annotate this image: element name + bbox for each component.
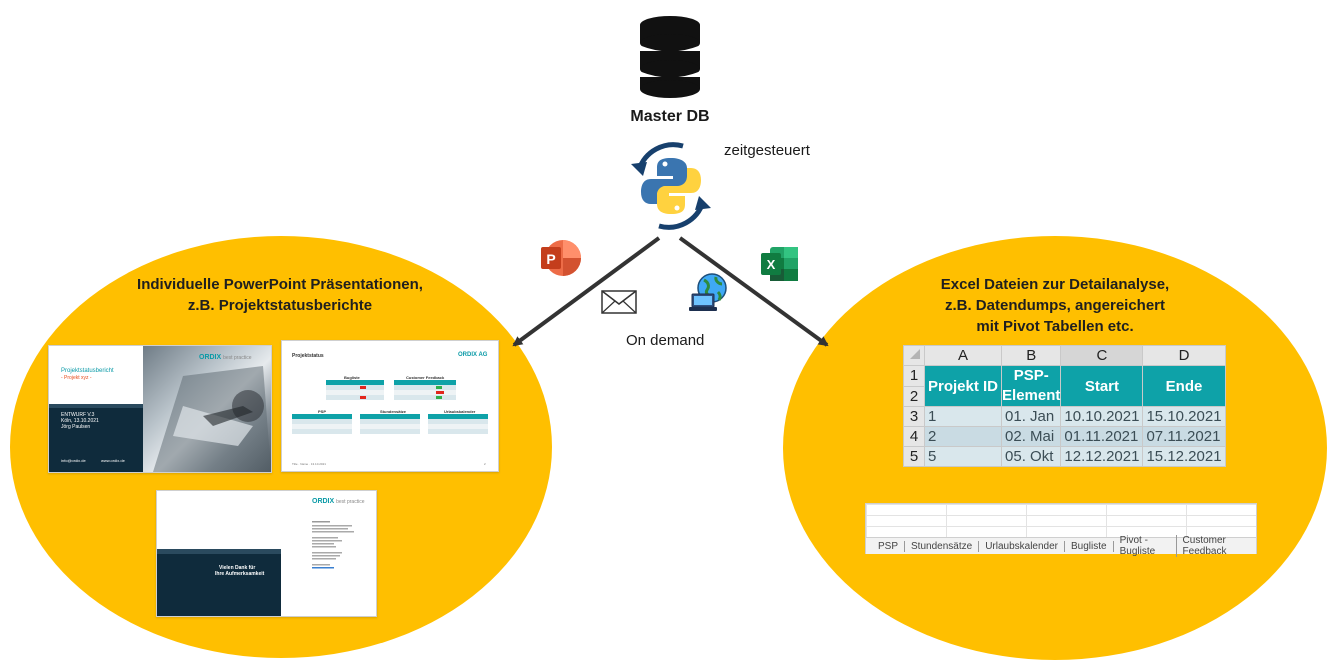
db-label: Master DB — [630, 108, 710, 125]
select-all-triangle-icon — [910, 349, 920, 359]
excel-cell[interactable]: 07.11.2021 — [1142, 426, 1226, 447]
slide1-subtitle: - Projekt xyz - — [61, 375, 92, 381]
slide1-brand-sub: best practice — [223, 355, 252, 361]
slide1-title: Projektstatusbericht — [61, 368, 114, 374]
slide3-contact-lines — [312, 521, 354, 569]
on-demand-label: On demand — [626, 332, 705, 349]
excel-col-b[interactable]: B — [1001, 345, 1062, 366]
sheet-tab-bugliste[interactable]: Bugliste — [1065, 540, 1114, 552]
python-icon — [631, 142, 711, 230]
slide-thumbnail-status: Projektstatus ORDIX AG Bugliste Customer… — [281, 340, 499, 472]
excel-row-header-4[interactable]: 4 — [903, 426, 925, 447]
slide1-brand: ORDIX best practice — [199, 354, 252, 361]
excel-row-5: 5 5 05. Okt 12.12.2021 15.12.2021 — [903, 446, 1226, 467]
slide1-footer-right: www.ordix.de — [101, 458, 125, 463]
slide1-line1: ENTWURF V.3 — [61, 412, 95, 418]
slide3-brand-sub: best practice — [336, 499, 365, 505]
slide1-line2: Köln, 13.10.2021 — [61, 418, 99, 424]
excel-col-d[interactable]: D — [1142, 345, 1226, 366]
slide2-table1-label: Bugliste — [344, 375, 360, 380]
excel-cell[interactable]: 12.12.2021 — [1060, 446, 1144, 467]
excel-header-projekt-id[interactable]: Projekt ID — [923, 365, 1003, 407]
database-icon — [639, 16, 701, 98]
excel-cell[interactable]: 02. Mai — [1001, 426, 1062, 447]
excel-sheet-tabs: PSP Stundensätze Urlaubskalender Buglist… — [866, 535, 1256, 557]
slide2-footer: Title · Name · 13.10.2021 — [292, 462, 326, 466]
slide3-strip — [157, 549, 281, 554]
sheet-tab-pivot-bugliste[interactable]: Pivot - Bugliste — [1114, 535, 1177, 557]
sheet-tab-customer-feedback[interactable]: Customer Feedback — [1182, 535, 1227, 557]
arrow-right — [678, 236, 829, 347]
sheet-tab-urlaubskalender[interactable]: Urlaubskalender — [979, 540, 1066, 552]
left-title-line2: z.B. Projektstatusberichte — [187, 297, 373, 314]
globe-laptop-icon — [689, 273, 727, 311]
slide1-brand-text: ORDIX — [199, 354, 222, 361]
slide2-table4-label: Stundensätze — [380, 409, 407, 414]
slide2-table2-label: Customer Feedback — [406, 375, 445, 380]
excel-table: A B C D 1 Projekt ID PSP-Element Start E… — [903, 345, 1226, 467]
excel-row-header-1[interactable]: 1 — [903, 365, 925, 387]
excel-cell[interactable]: 01. Jan — [1001, 406, 1062, 427]
slide-thumbnail-thanks: ORDIX best practice Vielen Dank für Ihre… — [156, 490, 377, 617]
excel-row-1: 1 Projekt ID PSP-Element Start Ende — [903, 365, 1226, 407]
slide3-brand: ORDIX best practice — [312, 498, 365, 505]
slide3-brand-text: ORDIX — [312, 498, 335, 505]
svg-text:P: P — [546, 251, 555, 267]
excel-header-start[interactable]: Start — [1060, 365, 1144, 407]
excel-cell[interactable]: 2 — [923, 426, 1003, 447]
excel-sheet-bar: PSP Stundensätze Urlaubskalender Buglist… — [865, 503, 1257, 557]
excel-row-4: 4 2 02. Mai 01.11.2021 07.11.2021 — [903, 426, 1226, 447]
slide3-thanks-line2: Ihre Aufmerksamkeit — [215, 571, 265, 577]
slide3-navy-block — [157, 554, 281, 616]
right-title-line1: Excel Dateien zur Detailanalyse, — [940, 276, 1170, 293]
envelope-icon — [601, 290, 637, 314]
slide1-photo-detail — [153, 366, 271, 472]
slide3-thanks-line1: Vielen Dank für — [219, 565, 256, 571]
excel-sheet-grid — [866, 504, 1256, 537]
excel-row-header-2[interactable]: 2 — [903, 385, 925, 407]
slide-thumbnail-title: ORDIX best practice Projektstatusbericht… — [48, 345, 272, 473]
arrow-left — [512, 236, 661, 347]
schedule-label: zeitgesteuert — [724, 142, 810, 159]
excel-header-psp-element[interactable]: PSP-Element — [1001, 365, 1062, 407]
excel-cell[interactable]: 01.11.2021 — [1060, 426, 1144, 447]
slide1-left-white — [49, 346, 143, 408]
slide1-line3: Jörg Paulsen — [61, 424, 91, 430]
excel-row-header-5[interactable]: 5 — [903, 446, 925, 467]
excel-col-a[interactable]: A — [923, 345, 1003, 366]
excel-col-c[interactable]: C — [1060, 345, 1144, 366]
excel-cell[interactable]: 10.10.2021 — [1060, 406, 1144, 427]
slide1-teal-strip — [49, 404, 143, 408]
slide2-title: Projektstatus — [292, 353, 324, 359]
right-title-line3: mit Pivot Tabellen etc. — [976, 318, 1134, 335]
slide2-brand: ORDIX AG — [458, 352, 488, 358]
left-title: Individuelle PowerPoint Präsentationen, … — [90, 274, 470, 316]
slide2-table3-label: PSP — [318, 409, 327, 414]
excel-icon: X — [761, 247, 798, 281]
excel-row-3: 3 1 01. Jan 10.10.2021 15.10.2021 — [903, 406, 1226, 427]
excel-cell[interactable]: 15.10.2021 — [1142, 406, 1226, 427]
excel-corner-cell — [903, 345, 925, 366]
right-title-line2: z.B. Datendumps, angereichert — [944, 297, 1166, 314]
sheet-tab-stundensaetze[interactable]: Stundensätze — [905, 540, 980, 552]
excel-row-header-3[interactable]: 3 — [903, 406, 925, 427]
right-title: Excel Dateien zur Detailanalyse, z.B. Da… — [860, 274, 1250, 337]
sheet-tab-psp[interactable]: PSP — [872, 540, 906, 552]
slide1-footer-left: info@ordix.de — [61, 458, 86, 463]
excel-column-header-row: A B C D — [903, 345, 1226, 366]
powerpoint-icon: P — [541, 240, 581, 276]
slide2-mini-tables — [292, 380, 488, 434]
excel-header-ende[interactable]: Ende — [1142, 365, 1226, 407]
slide2-page: 2 — [484, 462, 486, 466]
slide1-navy-block — [49, 408, 143, 472]
slide2-table5-label: Urlaubskalender — [444, 409, 476, 414]
excel-cell[interactable]: 5 — [923, 446, 1003, 467]
excel-header-psp-text: PSP-Element — [1002, 367, 1061, 404]
excel-cell[interactable]: 05. Okt — [1001, 446, 1062, 467]
excel-cell[interactable]: 1 — [923, 406, 1003, 427]
left-title-line1: Individuelle PowerPoint Präsentationen, — [137, 276, 423, 293]
excel-cell[interactable]: 15.12.2021 — [1142, 446, 1226, 467]
svg-text:X: X — [767, 257, 776, 272]
